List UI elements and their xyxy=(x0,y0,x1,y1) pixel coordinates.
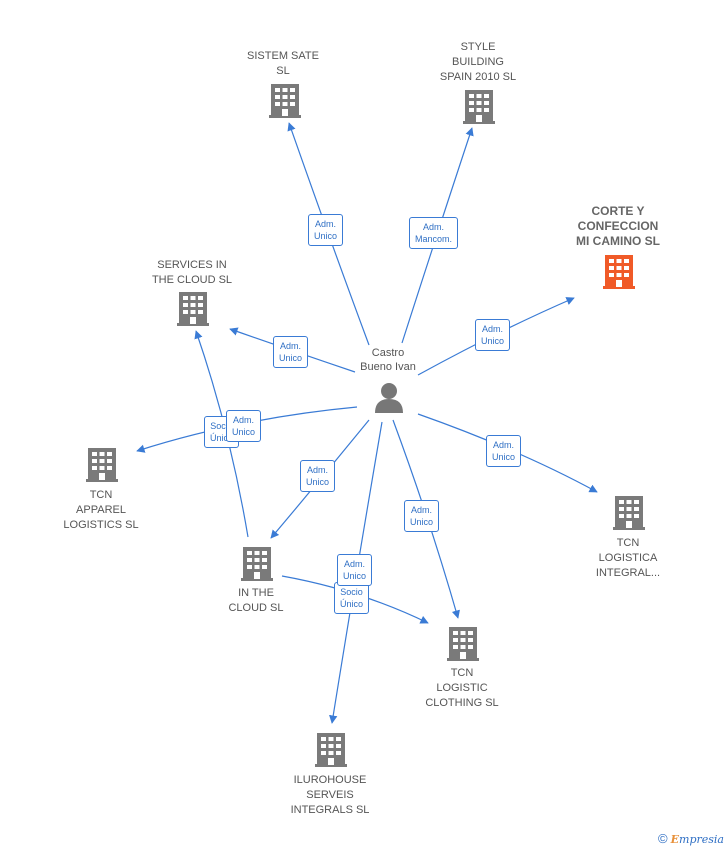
node-label-inthecloud[interactable]: IN THE CLOUD SL xyxy=(228,587,284,614)
edge-label-socio-clothing[interactable]: Socio Único xyxy=(334,582,370,614)
person-icon[interactable] xyxy=(375,383,403,413)
building-icon-corte[interactable] xyxy=(603,255,635,289)
building-icon-tcn-logistica[interactable] xyxy=(613,496,645,530)
node-label-corte[interactable]: CORTE Y CONFECCION MI CAMINO SL xyxy=(576,204,660,248)
node-label-services[interactable]: SERVICES IN THE CLOUD SL xyxy=(151,259,233,286)
person-name[interactable]: Castro Bueno Ivan xyxy=(360,347,416,373)
edge-label-sistem[interactable]: Adm. Unico xyxy=(308,214,344,246)
building-icon-sistem[interactable] xyxy=(269,84,301,118)
edge-label-apparel[interactable]: Adm. Unico xyxy=(226,410,262,442)
node-label-style[interactable]: STYLE BUILDING SPAIN 2010 SL xyxy=(439,41,517,83)
building-icon-services[interactable] xyxy=(177,292,209,326)
edge-label-ilurohouse[interactable]: Adm. Unico xyxy=(337,554,373,586)
footer-copyright: © Empresia xyxy=(658,831,724,846)
node-label-tcn-apparel[interactable]: TCN APPAREL LOGISTICS SL xyxy=(63,489,139,531)
edge-label-corte[interactable]: Adm. Unico xyxy=(475,319,511,351)
node-label-tcn-clothing[interactable]: TCN LOGISTIC CLOTHING SL xyxy=(425,667,499,709)
node-label-ilurohouse[interactable]: ILUROHOUSE SERVEIS INTEGRALS SL xyxy=(290,774,370,816)
building-icon-inthecloud[interactable] xyxy=(241,547,273,581)
building-icon-ilurohouse[interactable] xyxy=(315,733,347,767)
edge-label-style[interactable]: Adm. Mancom. xyxy=(409,217,459,249)
building-icon-tcn-apparel[interactable] xyxy=(86,448,118,482)
node-label-sistem[interactable]: SISTEM SATE SL xyxy=(247,50,319,77)
building-icon-tcn-clothing[interactable] xyxy=(447,627,479,661)
building-icon-style[interactable] xyxy=(463,90,495,124)
edge-label-services[interactable]: Adm. Unico xyxy=(273,336,309,368)
edge-label-clothing[interactable]: Adm. Unico xyxy=(404,500,440,532)
edge-label-logistica[interactable]: Adm. Unico xyxy=(486,435,522,467)
node-label-tcn-logistica[interactable]: TCN LOGISTICA INTEGRAL... xyxy=(595,537,661,579)
edge-label-inthecloud[interactable]: Adm. Unico xyxy=(300,460,336,492)
brand-logo[interactable]: Empresia xyxy=(670,833,724,846)
copyright-icon: © xyxy=(657,831,668,846)
